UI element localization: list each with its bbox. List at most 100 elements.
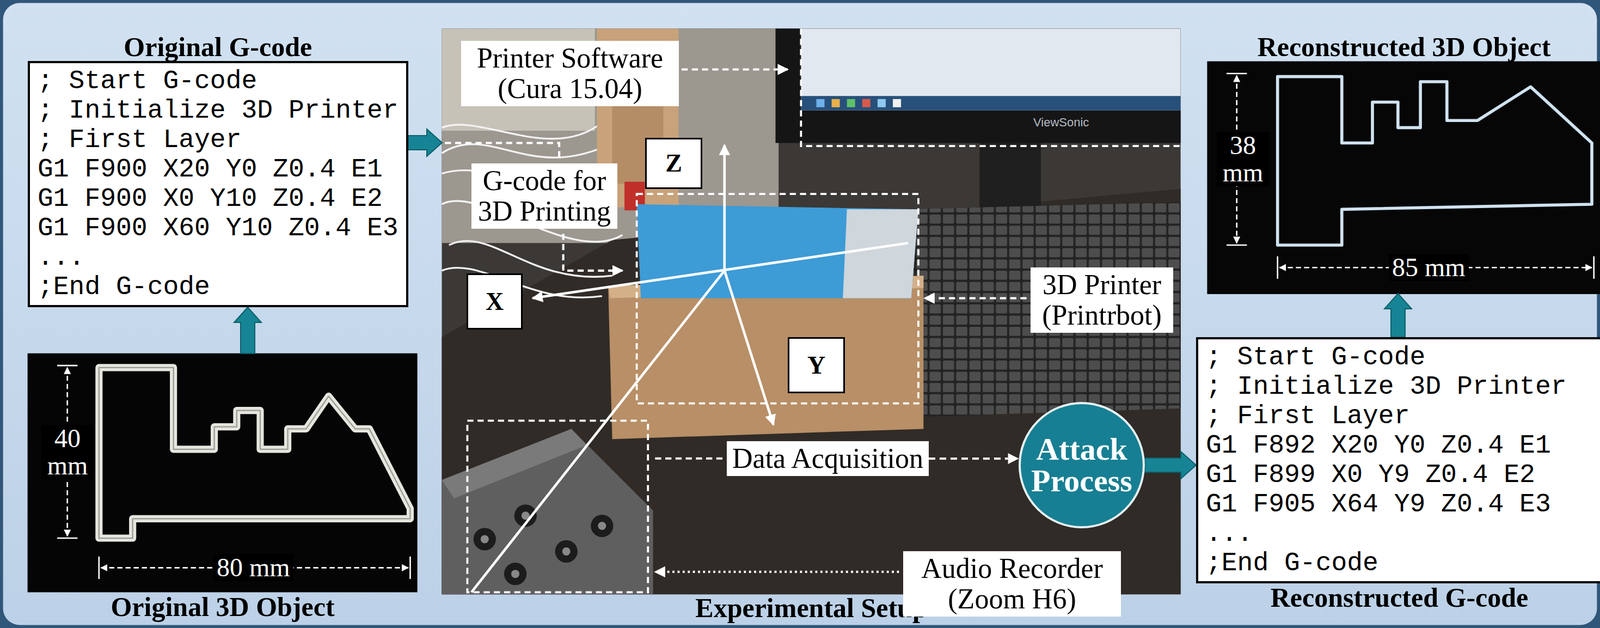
code-line: ;End G-code <box>37 272 399 302</box>
axis-label-box: Z <box>645 137 703 189</box>
callout-box: Data Acquisition <box>726 440 929 476</box>
dashed-frames <box>467 420 648 592</box>
callout-box: 3D Printer (Printrbot) <box>1030 267 1174 333</box>
panel-title: Original 3D Object <box>110 592 335 621</box>
photo-panel: Original 3D Object <box>27 353 418 621</box>
panel-title: Reconstructed 3D Object <box>1257 32 1552 61</box>
code-line: G1 F900 X20 Y0 Z0.4 E1 <box>37 154 399 185</box>
flow-arrow-shape <box>234 307 262 354</box>
reconstructed-object-photo <box>1226 72 1247 75</box>
code-line: G1 F892 X20 Y0 Z0.4 E1 <box>1205 430 1593 461</box>
setup-photo <box>775 28 1181 143</box>
photo-panel: Experimental Setup Printer Software (Cura… <box>442 28 1181 622</box>
dashed-frames <box>636 193 919 403</box>
reconstructed-object-photo <box>1592 256 1595 279</box>
code-line: ; Initialize 3D Printer <box>1205 371 1593 402</box>
flow-arrow-shape <box>408 129 443 157</box>
dashed-frames <box>467 28 1181 592</box>
setup-photo <box>636 204 919 298</box>
code-line: ; Start G-code <box>1205 342 1593 372</box>
leader-lines <box>681 68 788 71</box>
callout-box: G-code for 3D Printing <box>471 163 618 229</box>
dimension-lines <box>98 556 101 579</box>
setup-photo <box>562 547 571 556</box>
code-box: ; Start G-code; Initialize 3D Printer; F… <box>27 60 409 308</box>
callout-box: Printer Software (Cura 15.04) <box>461 40 679 107</box>
dashed-arrow <box>928 452 1020 464</box>
code-line: ; Initialize 3D Printer <box>37 95 399 126</box>
callout-text: Printer Software (Cura 15.04) <box>466 43 674 104</box>
setup-photo <box>877 99 886 108</box>
leader-lines <box>654 570 899 573</box>
code-line: ;End G-code <box>1205 548 1593 578</box>
setup-photo <box>831 99 841 108</box>
photo-area <box>27 353 418 593</box>
flow-arrow <box>1144 451 1197 479</box>
code-line: G1 F900 X0 Y10 Z0.4 E2 <box>37 184 399 214</box>
dimension-lines <box>57 364 78 367</box>
original-object-photo <box>99 367 411 538</box>
dashed-arrow-line <box>928 457 1009 460</box>
reconstructed-object-photo <box>1276 256 1279 279</box>
original-object-photo <box>27 353 418 593</box>
setup-photo <box>847 99 856 108</box>
code-line: ; Start G-code <box>37 66 399 96</box>
callout-text: G-code for 3D Printing <box>476 165 612 227</box>
code-listing: Original G-code; Start G-code; Initializ… <box>27 32 409 308</box>
leader-lines <box>924 296 1027 299</box>
dimension-lines <box>409 556 412 579</box>
code-line: ; First Layer <box>1205 401 1593 431</box>
code-line: G1 F905 X64 Y9 Z0.4 E3 <box>1205 489 1593 519</box>
panel-title: Original G-code <box>123 32 312 61</box>
flow-arrow <box>234 307 262 354</box>
leader-lines <box>444 142 560 159</box>
flow-arrow <box>1384 293 1412 337</box>
setup-photo <box>842 209 919 298</box>
callout-text: Data Acquisition <box>732 443 924 474</box>
setup-photo <box>892 99 901 108</box>
original-object-photo <box>99 367 411 538</box>
dimension-label: 85 mm <box>1388 253 1469 281</box>
setup-photo <box>862 99 871 108</box>
axis-label-box: Y <box>787 336 845 394</box>
dimension-label: 38 mm <box>1216 131 1270 187</box>
setup-photo <box>473 527 496 550</box>
setup-photo <box>816 99 825 108</box>
callout-text: Audio Recorder (Zoom H6) <box>908 553 1116 615</box>
dimension-lines <box>57 537 78 539</box>
code-line: G1 F899 X0 Y9 Z0.4 E2 <box>1205 460 1593 490</box>
setup-photo <box>442 428 587 498</box>
dimension-lines <box>57 365 411 579</box>
reconstructed-object-photo <box>1206 60 1600 294</box>
callout-box: Audio Recorder (Zoom H6) <box>903 550 1121 617</box>
arrow-head <box>1008 452 1020 464</box>
setup-photo <box>504 562 527 585</box>
flow-arrow-shape <box>1144 451 1197 479</box>
circle-text-wrap: Attack Process <box>1026 433 1138 497</box>
setup-photo <box>555 540 578 563</box>
dashed-frames <box>800 28 1181 146</box>
reconstructed-object-photo <box>1226 244 1247 247</box>
flow-arrow-shape <box>1384 293 1412 337</box>
panel-title: Experimental Setup <box>695 593 928 622</box>
panel-title: Reconstructed G-code <box>1270 583 1529 612</box>
reconstructed-object-photo <box>1206 60 1600 294</box>
photo-panel: Reconstructed 3D Object <box>1206 32 1600 294</box>
dimension-label: 40 mm <box>41 424 94 480</box>
leader-lines <box>563 233 623 271</box>
dimension-label: 80 mm <box>213 553 294 581</box>
process-label: Attack Process <box>1026 433 1138 497</box>
setup-photo <box>800 28 1181 110</box>
code-line: ... <box>37 242 399 273</box>
axes <box>724 270 774 425</box>
code-box: ; Start G-code; Initialize 3D Printer; F… <box>1196 336 1600 584</box>
code-listing: ; Start G-code; Initialize 3D Printer; F… <box>1196 336 1600 612</box>
setup-photo <box>442 428 654 594</box>
setup-photo <box>511 569 520 578</box>
setup-photo <box>442 122 623 298</box>
original-object-photo <box>27 353 418 593</box>
setup-photo <box>590 514 613 537</box>
leader-lines <box>654 457 723 460</box>
